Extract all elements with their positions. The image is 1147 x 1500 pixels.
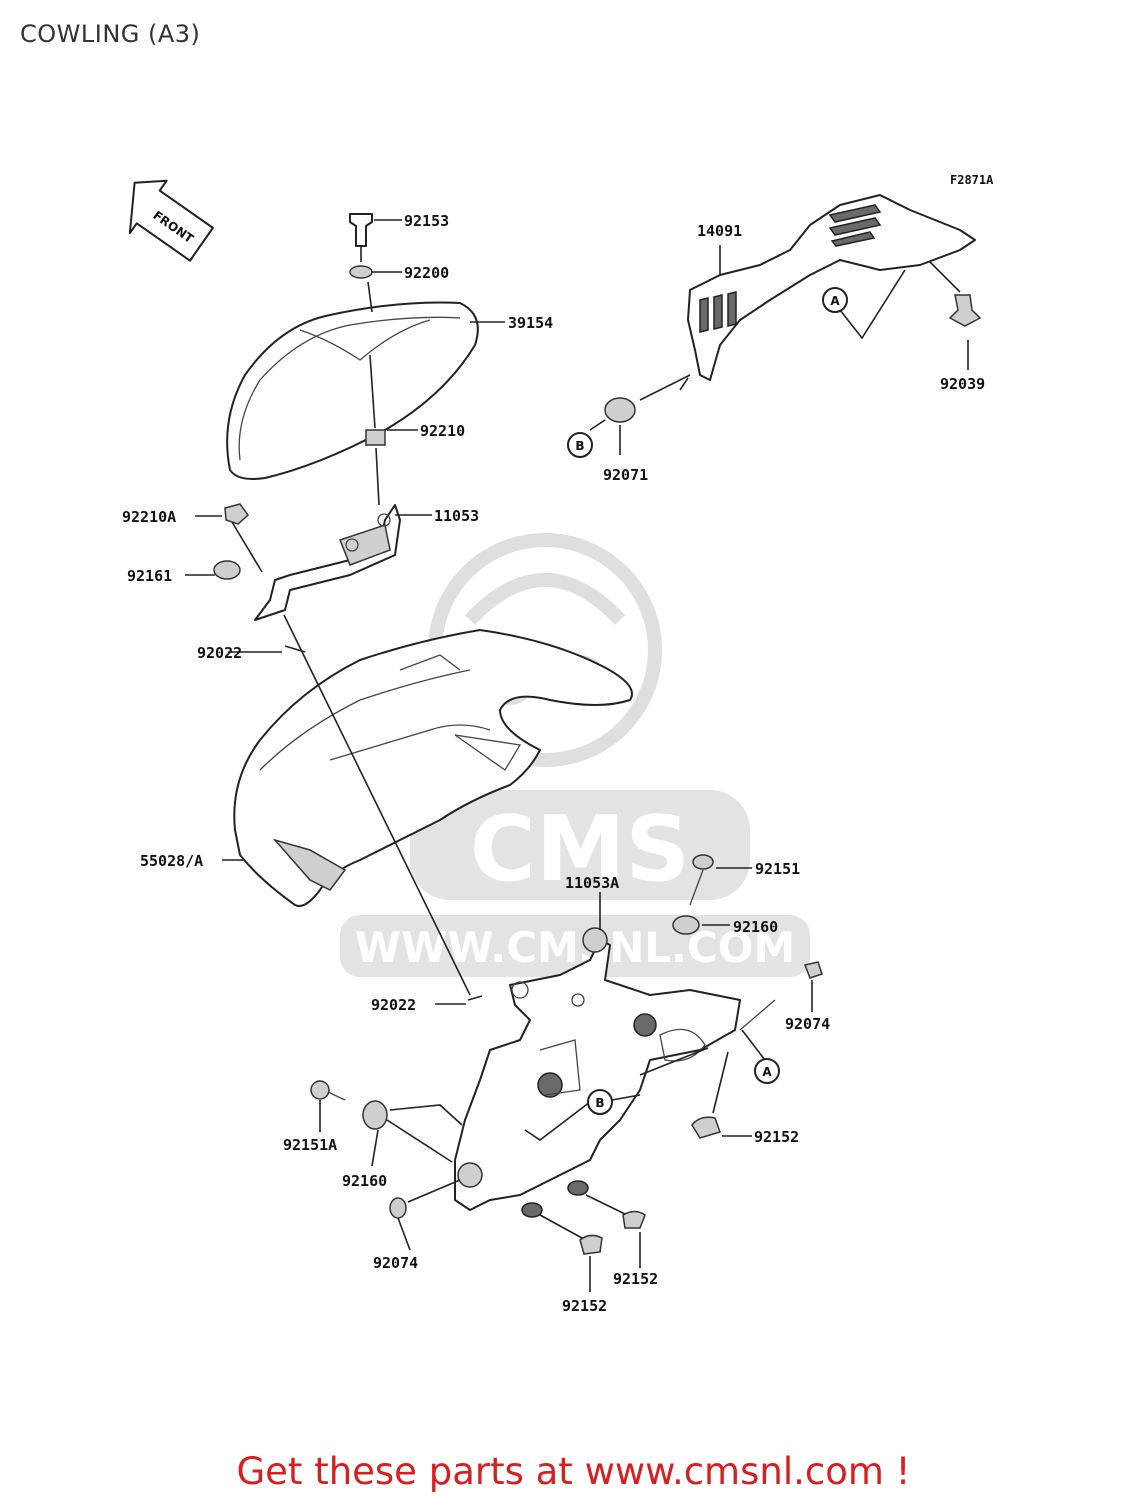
ref-code: F2871A [950, 173, 994, 187]
svg-text:B: B [595, 1096, 604, 1110]
part-label-92153: 92153 [404, 212, 449, 230]
fastener-92039 [948, 294, 982, 327]
part-label-92022-top: 92022 [197, 644, 242, 662]
callout-a-top: A [822, 287, 848, 313]
screw-92151 [689, 854, 714, 906]
grommet-lower-right [567, 1180, 589, 1196]
page-title: COWLING (A3) [20, 20, 201, 48]
grommet-92210 [365, 429, 386, 446]
leader-lines [185, 219, 969, 1292]
bracket-11053 [254, 504, 401, 621]
nut-92074-right [803, 961, 823, 979]
callout-a-bottom: A [754, 1058, 780, 1084]
cowling-55028a [233, 629, 633, 907]
part-label-92152-right: 92152 [754, 1128, 799, 1146]
screw-a-right [739, 999, 776, 1031]
part-label-92160-top: 92160 [733, 918, 778, 936]
windshield-39154 [226, 301, 479, 480]
part-label-11053: 11053 [434, 507, 479, 525]
grommet-92160-top [672, 915, 700, 935]
front-arrow: FRONT [128, 179, 214, 262]
nut-92074-left [389, 1197, 407, 1219]
footer-link[interactable]: Get these parts at www.cmsnl.com ! [236, 1450, 911, 1493]
grommet-92071 [604, 397, 636, 423]
watermark-badge [410, 790, 750, 900]
svg-text:A: A [830, 294, 840, 308]
nut-92210a [224, 503, 250, 525]
part-label-92210: 92210 [420, 422, 465, 440]
part-label-14091: 14091 [697, 222, 742, 240]
part-label-92151a: 92151A [283, 1136, 337, 1154]
watermark-site-text: WWW.CMSNL.COM [355, 923, 796, 972]
part-label-92022-bottom: 92022 [371, 996, 416, 1014]
part-label-92160-bottom: 92160 [342, 1172, 387, 1190]
callout-b-top: B [567, 432, 593, 458]
damper-92161 [213, 560, 241, 580]
part-label-92200: 92200 [404, 264, 449, 282]
screw-92153 [349, 213, 373, 247]
clip-92022-bottom [467, 995, 483, 1001]
screw-92151a [310, 1080, 346, 1101]
part-label-92161: 92161 [127, 567, 172, 585]
part-label-92039: 92039 [940, 375, 985, 393]
part-label-92152-mid: 92152 [613, 1270, 658, 1288]
grommet-92160-bottom [362, 1100, 388, 1130]
callout-b-bottom: B [587, 1089, 613, 1115]
part-label-55028a: 55028/A [140, 852, 203, 870]
washer-92200 [349, 265, 373, 279]
grommet-lower-left [521, 1202, 543, 1218]
svg-text:A: A [762, 1065, 772, 1079]
part-label-92071: 92071 [603, 466, 648, 484]
part-label-39154: 39154 [508, 314, 553, 332]
nut-92152-mid [622, 1210, 646, 1229]
part-label-11053a: 11053A [565, 874, 619, 892]
stay-11053a [454, 927, 741, 1211]
nut-92152-bottom [579, 1234, 603, 1255]
part-label-92210a: 92210A [122, 508, 176, 526]
part-label-92152-bottom: 92152 [562, 1297, 607, 1315]
svg-text:B: B [575, 439, 584, 453]
parts-diagram: CMS WWW.CMSNL.COM FRONT F2871A [122, 173, 994, 1315]
watermark-logo-text: CMS [470, 797, 690, 902]
part-label-92074-right: 92074 [785, 1015, 830, 1033]
part-label-92074-left: 92074 [373, 1254, 418, 1272]
nut-92152-right [691, 1116, 721, 1139]
part-label-92151: 92151 [755, 860, 800, 878]
duct-14091 [687, 194, 976, 381]
